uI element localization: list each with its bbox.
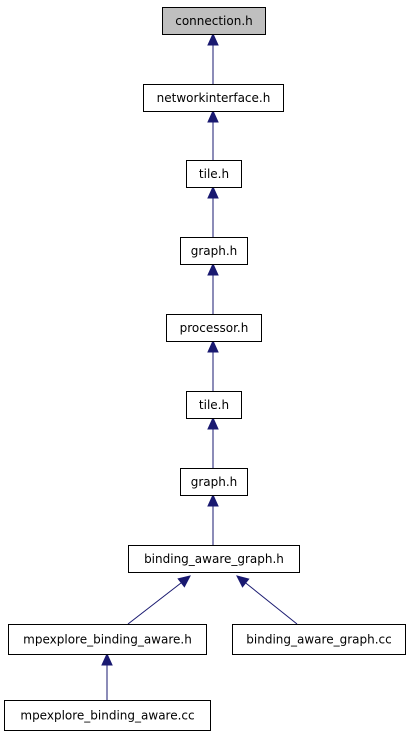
arrowhead-icon: [207, 493, 219, 507]
node-box: [162, 7, 266, 35]
node-box: [180, 237, 248, 265]
arrowhead-icon: [207, 185, 219, 199]
node-label: tile.h: [199, 167, 229, 181]
node-mpexplore-binding-aware-h[interactable]: mpexplore_binding_aware.h: [8, 624, 207, 655]
node-label: networkinterface.h: [157, 91, 271, 105]
arrowhead-icon: [207, 262, 219, 276]
node-box: [128, 545, 300, 573]
node-label: mpexplore_binding_aware.h: [23, 633, 192, 647]
node-binding-aware-graph-cc[interactable]: binding_aware_graph.cc: [232, 624, 406, 655]
dependency-edge-n1-to-n0: [207, 32, 219, 84]
node-box: [8, 624, 207, 655]
arrowhead-icon: [207, 416, 219, 430]
dependency-edge-n5-to-n4: [207, 339, 219, 391]
node-box: [186, 160, 242, 188]
node-box: [4, 700, 211, 731]
node-label: graph.h: [191, 475, 238, 489]
edge-line: [127, 582, 182, 625]
arrowhead-icon: [101, 652, 113, 666]
node-networkinterface-h[interactable]: networkinterface.h: [143, 84, 284, 112]
node-box: [186, 391, 242, 419]
arrowhead-icon: [236, 575, 250, 588]
arrowhead-icon: [207, 339, 219, 353]
node-mpexplore-binding-aware-cc[interactable]: mpexplore_binding_aware.cc: [4, 700, 211, 731]
node-box: [232, 624, 406, 655]
dependency-edge-n8-to-n7: [127, 575, 191, 625]
arrowhead-icon: [207, 109, 219, 123]
node-box: [180, 468, 248, 496]
node-label: binding_aware_graph.cc: [246, 633, 391, 647]
dependency-edge-n4-to-n3: [207, 262, 219, 314]
node-label: connection.h: [175, 14, 253, 28]
dependency-edge-n2-to-n1: [207, 109, 219, 160]
node-graph-h[interactable]: graph.h: [180, 468, 248, 496]
node-label: tile.h: [199, 398, 229, 412]
edge-line: [245, 582, 298, 625]
node-processor-h[interactable]: processor.h: [166, 314, 262, 342]
node-label: graph.h: [191, 244, 238, 258]
node-box: [166, 314, 262, 342]
node-layer: connection.h networkinterface.h tile.h grap…: [4, 7, 406, 731]
dependency-edge-n9-to-n7: [236, 575, 298, 625]
node-box: [143, 84, 284, 112]
node-label: binding_aware_graph.h: [144, 552, 284, 566]
node-graph-h[interactable]: graph.h: [180, 237, 248, 265]
arrowhead-icon: [177, 575, 191, 588]
node-tile-h[interactable]: tile.h: [186, 391, 242, 419]
dependency-edge-n6-to-n5: [207, 416, 219, 468]
node-binding-aware-graph-h[interactable]: binding_aware_graph.h: [128, 545, 300, 573]
node-tile-h[interactable]: tile.h: [186, 160, 242, 188]
node-label: processor.h: [180, 321, 249, 335]
dependency-edge-n7-to-n6: [207, 493, 219, 545]
node-label: mpexplore_binding_aware.cc: [20, 709, 194, 723]
dependency-edge-n10-to-n8: [101, 652, 113, 700]
arrowhead-icon: [207, 32, 219, 46]
edge-layer: [101, 32, 298, 700]
node-connection-h-root: connection.h: [162, 7, 266, 35]
dependency-edge-n3-to-n2: [207, 185, 219, 237]
